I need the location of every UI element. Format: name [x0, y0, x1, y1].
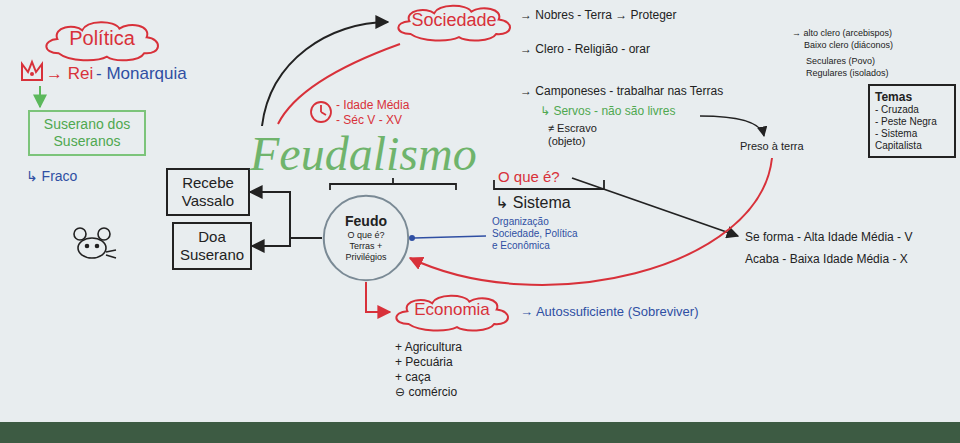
note-text: ↳ Servos - não são livres — [540, 104, 675, 118]
role-box: Doa Suserano — [172, 222, 252, 270]
note-text: Organização Sociedade, Política e Econôm… — [492, 216, 584, 252]
note-text: Preso à terra — [740, 140, 804, 153]
note-text: Seculares (Povo) — [806, 56, 875, 67]
node-title: Suserano dos Suseranos — [36, 116, 138, 150]
node-content: Sociedade — [392, 2, 516, 40]
clock-icon — [311, 102, 331, 122]
connector-arrow — [366, 282, 390, 312]
note-text: ↳ Fraco — [26, 168, 77, 185]
node-title: Feudo — [336, 213, 396, 230]
node-text: - Cruzada — [875, 104, 949, 116]
bracket — [330, 178, 456, 190]
leader-arrow — [39, 86, 41, 107]
central-title: Feudalismo — [250, 130, 477, 178]
crown-jewel — [30, 72, 34, 76]
doodle-eye — [96, 245, 99, 248]
node-title: Temas — [875, 90, 949, 104]
node-title: Economia — [408, 300, 496, 320]
note-text: ↳ Sistema — [495, 193, 571, 212]
note-text: + caça — [395, 370, 431, 384]
node-content: Suserano dos Suseranos — [30, 112, 144, 154]
cloud-outline-path — [398, 6, 510, 41]
clock-face — [311, 102, 331, 122]
note-text: Acaba - Baixa Idade Média - X — [745, 252, 908, 266]
cloud-outline-path — [396, 296, 508, 331]
circle-outline-path — [324, 196, 408, 280]
doodle-head — [78, 238, 106, 258]
node-content: Temas- Cruzada- Peste Negra- Sistema Cap… — [870, 86, 954, 156]
leader-arrow — [700, 116, 764, 136]
note-text: Se forma - Alta Idade Média - V — [745, 230, 912, 244]
node-content: Doa Suserano — [174, 224, 250, 268]
doodle-ear — [98, 228, 110, 240]
note-text: + Pecuária — [395, 355, 453, 369]
node-title: Sociedade — [410, 10, 498, 32]
connector-arrow — [250, 192, 322, 238]
node-content: FeudoO que é? Terras + Privilégios — [322, 194, 410, 282]
note-text: ≠ Escravo (objeto) — [548, 122, 620, 148]
clock-hands — [321, 105, 326, 115]
concept-circle: FeudoO que é? Terras + Privilégios — [322, 194, 410, 282]
cloud-outline-path — [46, 22, 158, 60]
topic-cloud: Economia — [390, 292, 514, 332]
node-content: Economia — [390, 292, 514, 328]
board-frame — [0, 422, 960, 443]
note-text: - Séc V - XV — [336, 113, 402, 127]
note-text: → Autossuficiente (Sobreviver) — [520, 304, 698, 320]
doodle-arrow — [106, 250, 116, 258]
node-text: - Peste Negra — [875, 116, 949, 128]
note-text: ⊖ comércio — [395, 385, 457, 399]
note-text: → Rei — [46, 64, 93, 84]
node-title: Recebe Vassalo — [172, 174, 244, 210]
node-content: Recebe Vassalo — [168, 170, 248, 214]
leader-line — [414, 236, 486, 238]
note-text: + Agricultura — [395, 340, 462, 354]
board-surface — [0, 0, 960, 422]
node-text: O que é? Terras + Privilégios — [336, 230, 396, 262]
rank-box: Suserano dos Suseranos — [28, 110, 146, 156]
leader-arrow — [572, 178, 738, 236]
note-text: → Clero - Religião - orar — [520, 42, 650, 56]
role-box: Recebe Vassalo — [166, 168, 250, 216]
node-title: Doa Suserano — [178, 228, 246, 264]
doodle-eye — [86, 245, 89, 248]
note-text: → Nobres - Terra → Proteger — [520, 8, 677, 22]
note-text: → alto clero (arcebispos) — [792, 28, 892, 39]
note-text: Regulares (isolados) — [806, 68, 889, 79]
node-text: - Sistema Capitalista — [875, 128, 949, 152]
topic-cloud: Política — [40, 18, 164, 62]
mouse-doodle — [74, 228, 116, 258]
topic-cloud: Sociedade — [392, 2, 516, 42]
topic-list-box: Temas- Cruzada- Peste Negra- Sistema Cap… — [868, 84, 956, 158]
note-text: - Idade Média — [336, 98, 409, 112]
doodle-ear — [74, 228, 86, 240]
note-text: - Monarquia — [96, 64, 187, 84]
note-text: Baixo clero (diáconos) — [804, 40, 893, 51]
node-content: Política — [40, 18, 164, 58]
connector-arrow — [252, 238, 322, 246]
crown-icon — [22, 62, 42, 80]
node-title: Política — [58, 26, 146, 50]
note-text: → Camponeses - trabalhar nas Terras — [520, 84, 723, 98]
note-text: O que é? — [498, 168, 560, 186]
